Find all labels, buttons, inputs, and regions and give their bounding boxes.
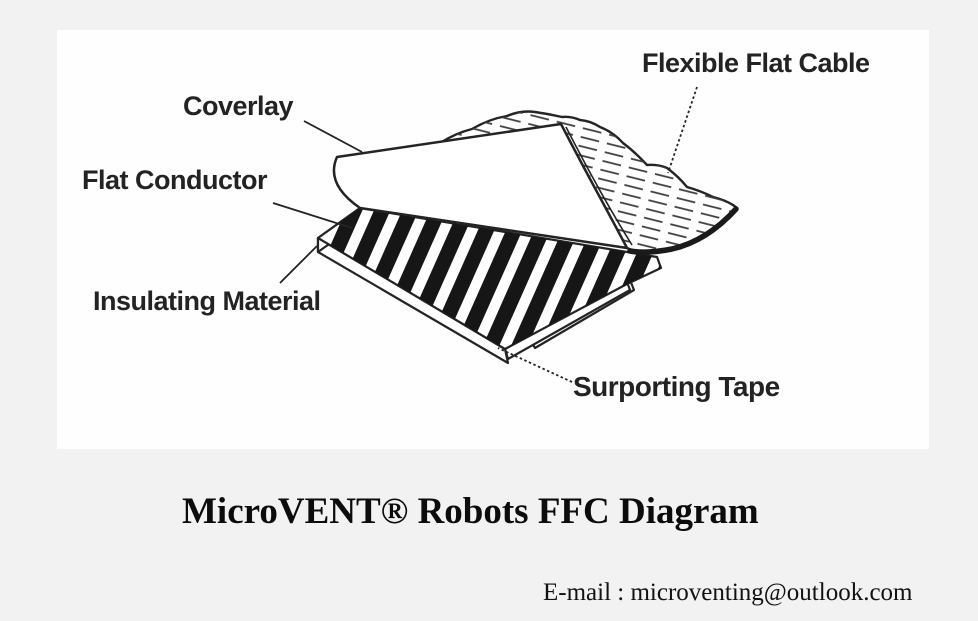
ffc-diagram-drawing	[272, 86, 739, 383]
cable-curl	[438, 110, 739, 255]
coverlay-sheet	[332, 122, 633, 250]
curl-hatch-texture	[440, 111, 737, 253]
leader-line-insulating-material	[279, 245, 318, 284]
leader-line-supporting-tape	[497, 347, 573, 383]
diagram-panel: Coverlay Flat Conductor Insulating Mater…	[57, 30, 929, 449]
contact-email: E-mail : microventing@outlook.com	[543, 579, 913, 606]
label-flexible-flat-cable: Flexible Flat Cable	[642, 48, 870, 78]
label-flat-conductor: Flat Conductor	[82, 165, 267, 195]
curl-bottom-edge	[627, 206, 739, 255]
coverlay-fold-inner-line	[565, 126, 633, 246]
label-supporting-tape: Surporting Tape	[573, 371, 780, 402]
caption-title: MicroVENT® Robots FFC Diagram	[182, 491, 759, 532]
leader-line-flat-conductor	[272, 202, 353, 229]
leader-line-flexible-flat-cable	[667, 86, 698, 174]
leader-lines	[272, 86, 698, 383]
coverlay-surface	[332, 122, 629, 250]
label-coverlay: Coverlay	[183, 91, 294, 121]
label-insulating-material: Insulating Material	[93, 286, 321, 316]
leader-line-coverlay	[303, 120, 363, 153]
